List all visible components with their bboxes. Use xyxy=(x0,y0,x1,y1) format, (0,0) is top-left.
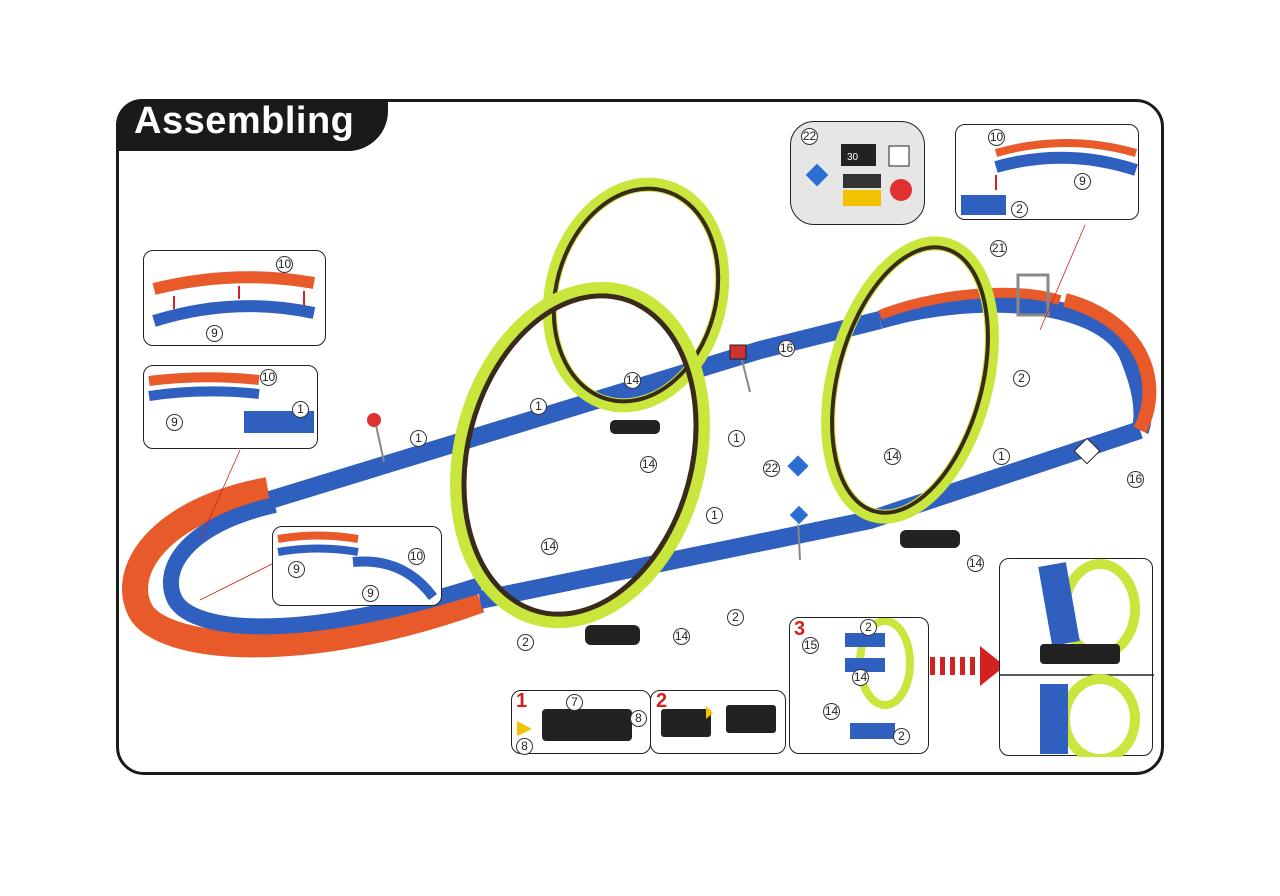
road-sign-right xyxy=(1073,437,1101,465)
diamond-sign-float xyxy=(785,453,811,479)
callout-2: 2 xyxy=(1013,370,1030,387)
loop-right xyxy=(821,236,999,524)
step-arrow xyxy=(920,646,1005,686)
right-orange-curve xyxy=(1063,293,1157,434)
callout-14: 14 xyxy=(852,669,869,686)
loop-back-inner xyxy=(551,186,721,404)
callout-16: 16 xyxy=(1127,471,1144,488)
callout-16: 16 xyxy=(778,340,795,357)
stop-sign-left xyxy=(367,413,381,427)
callout-9: 9 xyxy=(362,585,379,602)
callout-1: 1 xyxy=(993,448,1010,465)
callout-9: 9 xyxy=(206,325,223,342)
loop-right-inner xyxy=(830,245,990,515)
callout-9: 9 xyxy=(288,561,305,578)
sign-board xyxy=(729,344,747,360)
gate-21 xyxy=(1016,273,1050,317)
step-1-panel xyxy=(511,690,651,754)
callout-2: 2 xyxy=(860,619,877,636)
callout-14: 14 xyxy=(967,555,984,572)
callout-9: 9 xyxy=(166,414,183,431)
loop-base-1 xyxy=(585,625,640,645)
loop-base-2 xyxy=(900,530,960,548)
step-2-panel xyxy=(650,690,786,754)
diamond-sign-track xyxy=(788,504,810,526)
callout-7: 7 xyxy=(566,694,583,711)
callout-10: 10 xyxy=(276,256,293,273)
callout-8: 8 xyxy=(516,738,533,755)
detail-panel-curve-left xyxy=(143,365,318,449)
callout-2: 2 xyxy=(1011,201,1028,218)
callout-2: 2 xyxy=(893,728,910,745)
callout-1: 1 xyxy=(728,430,745,447)
callout-1: 1 xyxy=(530,398,547,415)
callout-14: 14 xyxy=(673,628,690,645)
loop-back xyxy=(542,177,730,413)
callout-22: 22 xyxy=(763,460,780,477)
right-orange-arc xyxy=(878,287,1062,320)
callout-15: 15 xyxy=(802,637,819,654)
callout-2: 2 xyxy=(727,609,744,626)
callout-10: 10 xyxy=(408,548,425,565)
left-blue-curve xyxy=(163,497,483,635)
callout-8: 8 xyxy=(630,710,647,727)
callout-14: 14 xyxy=(884,448,901,465)
detail-panel-curve-top-left xyxy=(143,250,326,346)
callout-2: 2 xyxy=(517,634,534,651)
callout-9: 9 xyxy=(1074,173,1091,190)
speed-sign-text: 30 xyxy=(847,152,859,163)
step-1-number: 1 xyxy=(516,690,528,712)
callout-14: 14 xyxy=(541,538,558,555)
callout-21: 21 xyxy=(990,240,1007,257)
detail-panel-curve-top-right xyxy=(955,124,1139,220)
callout-14: 14 xyxy=(624,372,641,389)
callout-1: 1 xyxy=(706,507,723,524)
callout-1: 1 xyxy=(292,401,309,418)
step-result-panel xyxy=(999,558,1154,757)
callout-14: 14 xyxy=(640,456,657,473)
step-2-number: 2 xyxy=(656,690,668,712)
loop-base-3 xyxy=(610,420,660,434)
callout-10: 10 xyxy=(988,129,1005,146)
loop-front-inner xyxy=(461,293,699,617)
step-3-number: 3 xyxy=(794,618,806,640)
callout-22: 22 xyxy=(801,128,818,145)
callout-10: 10 xyxy=(260,369,277,386)
left-orange-curve xyxy=(122,477,485,658)
page-title: Assembling xyxy=(134,100,355,142)
title-tab xyxy=(116,99,388,151)
loop-front xyxy=(450,281,710,629)
callout-1: 1 xyxy=(410,430,427,447)
diagram-frame xyxy=(116,99,1164,775)
callout-14: 14 xyxy=(823,703,840,720)
